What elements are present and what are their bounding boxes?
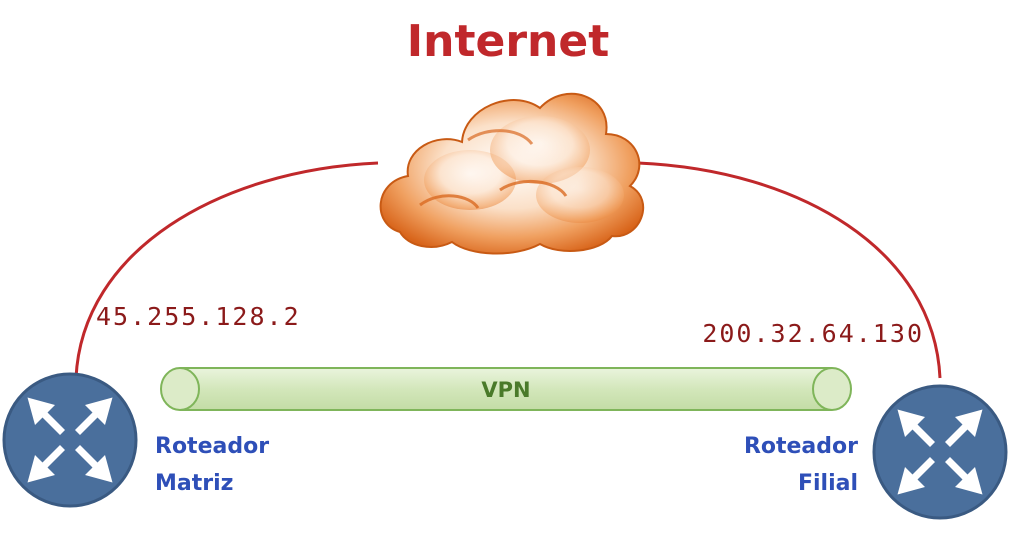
vpn-label: VPN <box>481 378 530 402</box>
router-matriz-label-line2: Matriz <box>155 471 233 496</box>
router-filial <box>872 384 1008 520</box>
router-filial-label-line1: Roteador <box>744 434 858 459</box>
diagram-title: Internet <box>407 16 609 67</box>
ip-matriz: 45.255.128.2 <box>96 302 301 331</box>
router-icon <box>872 384 1008 520</box>
router-icon <box>2 372 138 508</box>
router-filial-label-line2: Filial <box>798 471 858 496</box>
router-matriz <box>2 372 138 508</box>
ip-filial: 200.32.64.130 <box>702 319 924 348</box>
cloud-icon <box>379 92 645 255</box>
link-matriz-internet <box>74 161 379 379</box>
link-filial-internet <box>637 161 942 379</box>
router-matriz-label-line1: Roteador <box>155 434 269 459</box>
vpn-tunnel: VPN <box>160 367 852 411</box>
